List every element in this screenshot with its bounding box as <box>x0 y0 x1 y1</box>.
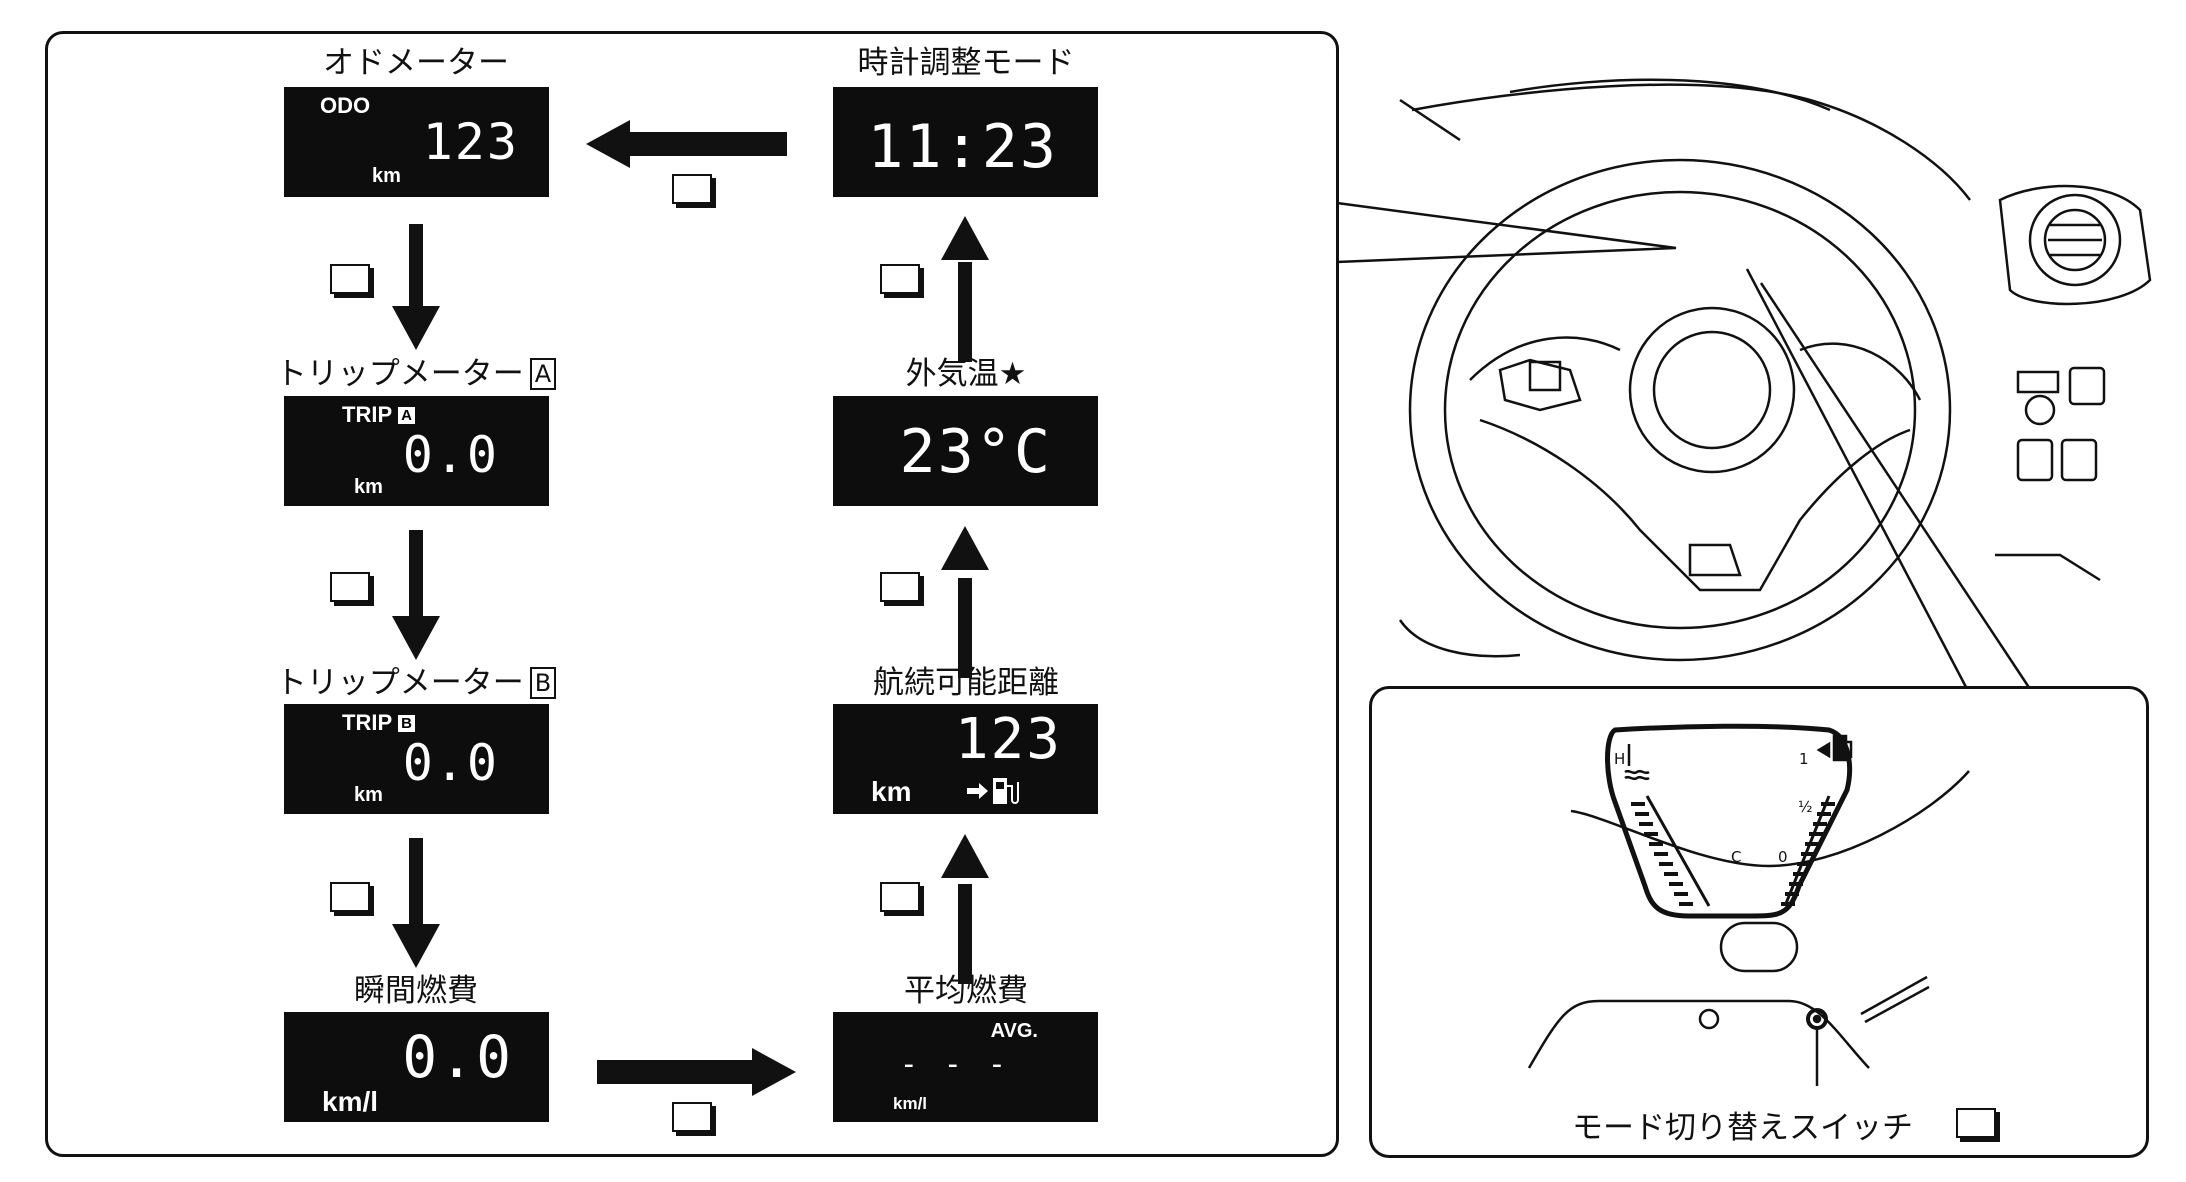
avg-value: - - - <box>899 1047 1010 1082</box>
range-unit: km <box>871 776 912 807</box>
outside-temp-display: 23°C <box>833 396 1098 506</box>
odo-value: 123 <box>422 113 519 171</box>
trip-b-value: 0.0 <box>402 734 499 792</box>
switch-detail <box>1527 921 1930 1086</box>
left-spoke-buttons <box>1498 358 1582 412</box>
dashboard-top-line <box>1411 83 1971 201</box>
average-fuel-display: AVG. - - - km/l <box>833 1012 1098 1122</box>
trip-b-title-badge: B <box>529 667 557 699</box>
fuel-pump-icon <box>1816 734 1853 762</box>
fuel-full-label: 1 <box>1799 750 1809 768</box>
indicator-window <box>1719 921 1799 973</box>
steering-hub <box>1628 306 1796 474</box>
callout-to-display <box>1336 201 1677 264</box>
trip-b-label-text: TRIP <box>342 710 393 735</box>
air-vent <box>1998 184 2152 306</box>
switch-press-icon <box>1956 1108 1996 1138</box>
clock-value: 11:23 <box>867 112 1058 182</box>
temp-cold-label: C <box>1731 848 1742 866</box>
arrow-range-to-temp <box>958 578 972 678</box>
instant-fuel-value: 0.0 <box>402 1023 513 1091</box>
fuel-half-label: ½ <box>1798 798 1813 816</box>
trip-b-label: TRIP B <box>342 710 415 736</box>
switch-press-icon <box>880 882 920 912</box>
instant-fuel-title: 瞬間燃費 <box>354 973 478 1009</box>
arrow-up-head <box>941 216 989 260</box>
trip-a-unit: km <box>354 476 383 498</box>
switch-press-icon <box>330 264 370 294</box>
odometer-title: オドメーター <box>323 45 509 81</box>
outside-temp-value: 23°C <box>899 417 1052 487</box>
meter-detail <box>1570 723 1970 919</box>
arrow-average-to-range <box>958 884 972 984</box>
arrow-down-head <box>392 616 440 660</box>
arrow-right-head <box>752 1048 796 1096</box>
arrow-clock-to-odo <box>627 132 787 156</box>
avg-unit: km/l <box>893 1094 928 1113</box>
odo-label: ODO <box>320 93 371 118</box>
instant-fuel-unit: km/l <box>322 1086 379 1117</box>
trip-a-badge: A <box>398 407 415 424</box>
outside-temp-title: 外気温★ <box>905 356 1027 392</box>
arrow-down-head <box>392 306 440 350</box>
instant-fuel-display: 0.0 km/l <box>284 1012 549 1122</box>
callout-to-inset <box>1745 268 2032 690</box>
arrow-temp-to-clock <box>958 262 972 362</box>
arrow-up-head <box>941 834 989 878</box>
temp-high-label: H <box>1614 750 1626 768</box>
trip-a-value: 0.0 <box>402 426 499 484</box>
switch-press-icon <box>330 882 370 912</box>
fuel-empty-label: 0 <box>1778 848 1788 866</box>
pointer-stick <box>1860 975 1930 1024</box>
mode-cycle-panel <box>45 31 1339 1157</box>
trip-a-display: TRIP A 0.0 km <box>284 396 549 506</box>
trip-a-label: TRIP A <box>342 402 415 428</box>
avg-label: AVG. <box>990 1020 1038 1042</box>
gauge-ticks <box>1631 802 1835 906</box>
range-display: 123 km <box>833 704 1098 814</box>
clock-display: 11:23 <box>833 87 1098 197</box>
arrow-up-head <box>941 526 989 570</box>
gauge-frame <box>1605 723 1852 919</box>
switch-press-icon <box>672 174 712 204</box>
trip-a-label-text: TRIP <box>342 402 393 427</box>
odometer-display: ODO 123 km <box>284 87 549 197</box>
arrow-to-fuel-pump-icon <box>967 778 1019 804</box>
range-value: 123 <box>954 707 1062 772</box>
switch-press-icon <box>880 264 920 294</box>
trip-a-title-badge: A <box>529 358 557 390</box>
arrow-trip-b-to-instant <box>409 838 423 934</box>
odo-unit: km <box>372 165 401 187</box>
arrow-odo-to-trip-a <box>409 224 423 316</box>
arrow-trip-a-to-trip-b <box>409 530 423 626</box>
steering-wheel-rim <box>1408 158 1952 662</box>
mode-switch-label: モード切り替えスイッチ <box>1572 1102 1913 1147</box>
switch-press-icon <box>672 1102 712 1132</box>
trip-b-display: TRIP B 0.0 km <box>284 704 549 814</box>
arrow-instant-to-average <box>597 1060 757 1084</box>
clock-adjust-title: 時計調整モード <box>857 45 1075 81</box>
arrow-left-head <box>586 120 630 168</box>
trip-a-title-text: トリップメーター <box>275 356 524 392</box>
switch-press-icon <box>880 572 920 602</box>
trip-b-title-text: トリップメーター <box>275 665 524 701</box>
switch-press-icon <box>330 572 370 602</box>
arrow-down-head <box>392 924 440 968</box>
trip-b-badge: B <box>398 715 415 732</box>
coolant-temp-icon <box>1624 744 1650 781</box>
trip-b-unit: km <box>354 784 383 806</box>
mode-switch-label-text: モード切り替えスイッチ <box>1572 1110 1913 1146</box>
